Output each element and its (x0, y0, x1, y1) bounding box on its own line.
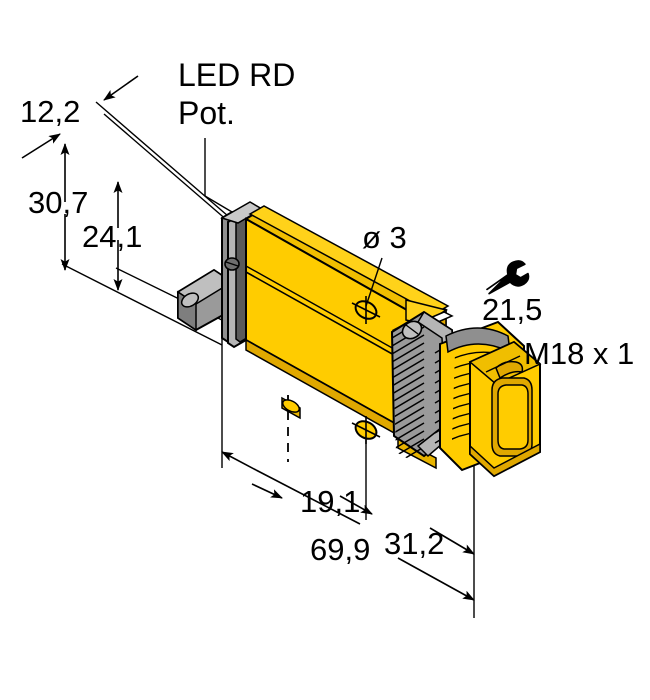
sensor-housing (244, 205, 463, 470)
thread-spec-callout: M18 x 1 (485, 336, 634, 373)
mounting-hole-diameter-callout: ø 3 (362, 220, 407, 307)
dimension-31-2: 31,2 (339, 495, 475, 561)
wrench-size-label: 21,5 (482, 292, 542, 327)
pot-label: Pot. (178, 95, 235, 131)
sensor-assembly (176, 201, 542, 478)
lens-aperture-inner (497, 384, 529, 450)
mounting-hole-bottom (351, 416, 381, 444)
lens-front-face (468, 340, 542, 478)
dimension-24-1-label: 24,1 (82, 219, 142, 254)
wrench-size-callout: 21,5 (482, 260, 542, 327)
led-rd-label: LED RD (178, 57, 295, 93)
dimension-31-2-label: 31,2 (384, 526, 444, 561)
thread-spec-label: M18 x 1 (524, 336, 634, 371)
dimension-12-2: 12,2 (20, 75, 139, 159)
dimension-69-9: 69,9 (221, 451, 475, 601)
led-pot-callout: LED RD Pot. (178, 57, 295, 213)
dimension-30-7: 30,7 (28, 143, 88, 271)
dimension-30-7-label: 30,7 (28, 185, 88, 220)
dimension-24-1: 24,1 (82, 181, 142, 291)
knurl-teeth (392, 313, 425, 467)
mounting-hole-top (351, 296, 381, 324)
dimension-69-9-label: 69,9 (310, 532, 370, 567)
thread-crest-left (434, 349, 441, 444)
wrench-icon (486, 260, 530, 295)
dimension-12-2-label: 12,2 (20, 94, 80, 129)
bracket-slot (180, 292, 200, 308)
hole-diameter-label: ø 3 (362, 220, 407, 255)
